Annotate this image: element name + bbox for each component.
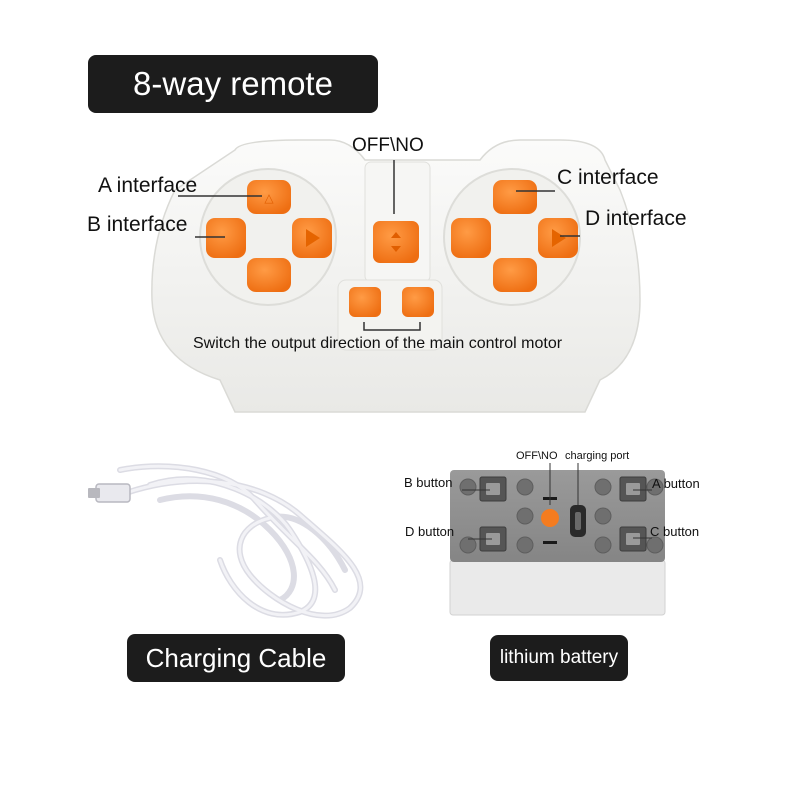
b-interface-label: B interface bbox=[87, 213, 188, 236]
battery-switch bbox=[541, 509, 559, 527]
lithium-battery-label: lithium battery bbox=[490, 635, 628, 681]
c-button-label: C button bbox=[650, 524, 700, 539]
charging-cable bbox=[88, 463, 364, 619]
b-button-label: B button bbox=[404, 475, 453, 490]
svg-text:△: △ bbox=[264, 191, 274, 205]
battery-off-no-label: OFF\NO bbox=[516, 450, 558, 462]
a-button-label: A button bbox=[652, 476, 700, 491]
charging-cable-label: Charging Cable bbox=[127, 634, 345, 682]
left-down-button bbox=[247, 258, 291, 292]
c-interface-label: C interface bbox=[557, 166, 659, 189]
d-button-label: D button bbox=[405, 524, 455, 539]
right-down-button bbox=[493, 258, 537, 292]
right-pad-ring bbox=[443, 168, 581, 306]
direction-button-right bbox=[402, 287, 434, 317]
page-title: 8-way remote control bbox=[88, 55, 378, 160]
direction-button-left bbox=[349, 287, 381, 317]
charging-port-label: charging port bbox=[565, 450, 630, 462]
right-left-button bbox=[451, 218, 491, 258]
a-button bbox=[247, 180, 291, 214]
d-interface-label: D interface bbox=[585, 207, 687, 230]
remote-control: △ bbox=[151, 139, 641, 413]
a-interface-label: A interface bbox=[98, 174, 198, 197]
off-on-switch bbox=[373, 221, 419, 263]
c-button bbox=[493, 180, 537, 214]
remote-off-no-label: OFF\NO bbox=[352, 135, 424, 156]
battery-box bbox=[449, 463, 666, 616]
usb-connector bbox=[95, 483, 131, 503]
b-button bbox=[206, 218, 246, 258]
switch-direction-label: Switch the output direction of the main … bbox=[193, 335, 563, 352]
